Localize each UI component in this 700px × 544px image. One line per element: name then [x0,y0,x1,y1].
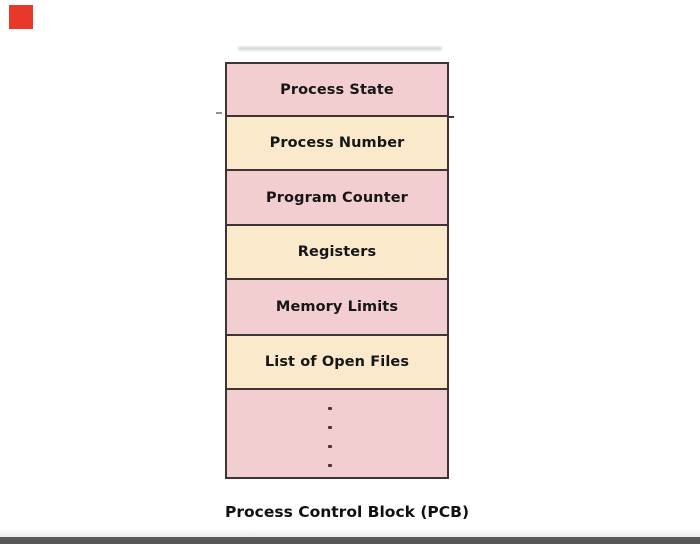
pcb-row-registers: Registers [227,226,447,280]
red-square-marker [9,5,33,29]
bottom-edge-bar [0,537,700,544]
pcb-row-label: Registers [297,244,377,260]
right-edge-tick-artifact [449,116,454,118]
pcb-row-process-number: Process Number [227,117,447,171]
pcb-row-label: Process Number [269,135,405,151]
ellipsis-dot [328,407,332,410]
left-edge-tick-artifact [216,112,222,114]
pcb-row-label: Memory Limits [275,299,399,315]
ellipsis-dot [328,445,332,448]
pcb-row-label: List of Open Files [264,354,410,370]
pcb-row-process-state: Process State [227,64,447,117]
ellipsis-dot [328,426,332,429]
pcb-ellipsis-section [227,390,447,477]
pcb-row-program-counter: Program Counter [227,171,447,226]
pcb-row-label: Process State [280,81,394,98]
ellipsis-dot [328,464,332,467]
pcb-diagram: Process State Process Number Program Cou… [225,62,449,479]
pcb-row-memory-limits: Memory Limits [227,280,447,336]
pcb-row-list-of-open-files: List of Open Files [227,336,447,390]
pcb-row-label: Program Counter [266,189,408,206]
diagram-caption: Process Control Block (PCB) [225,503,470,521]
bottom-fade-strip [0,528,700,537]
box-top-shadow-artifact [238,47,442,50]
